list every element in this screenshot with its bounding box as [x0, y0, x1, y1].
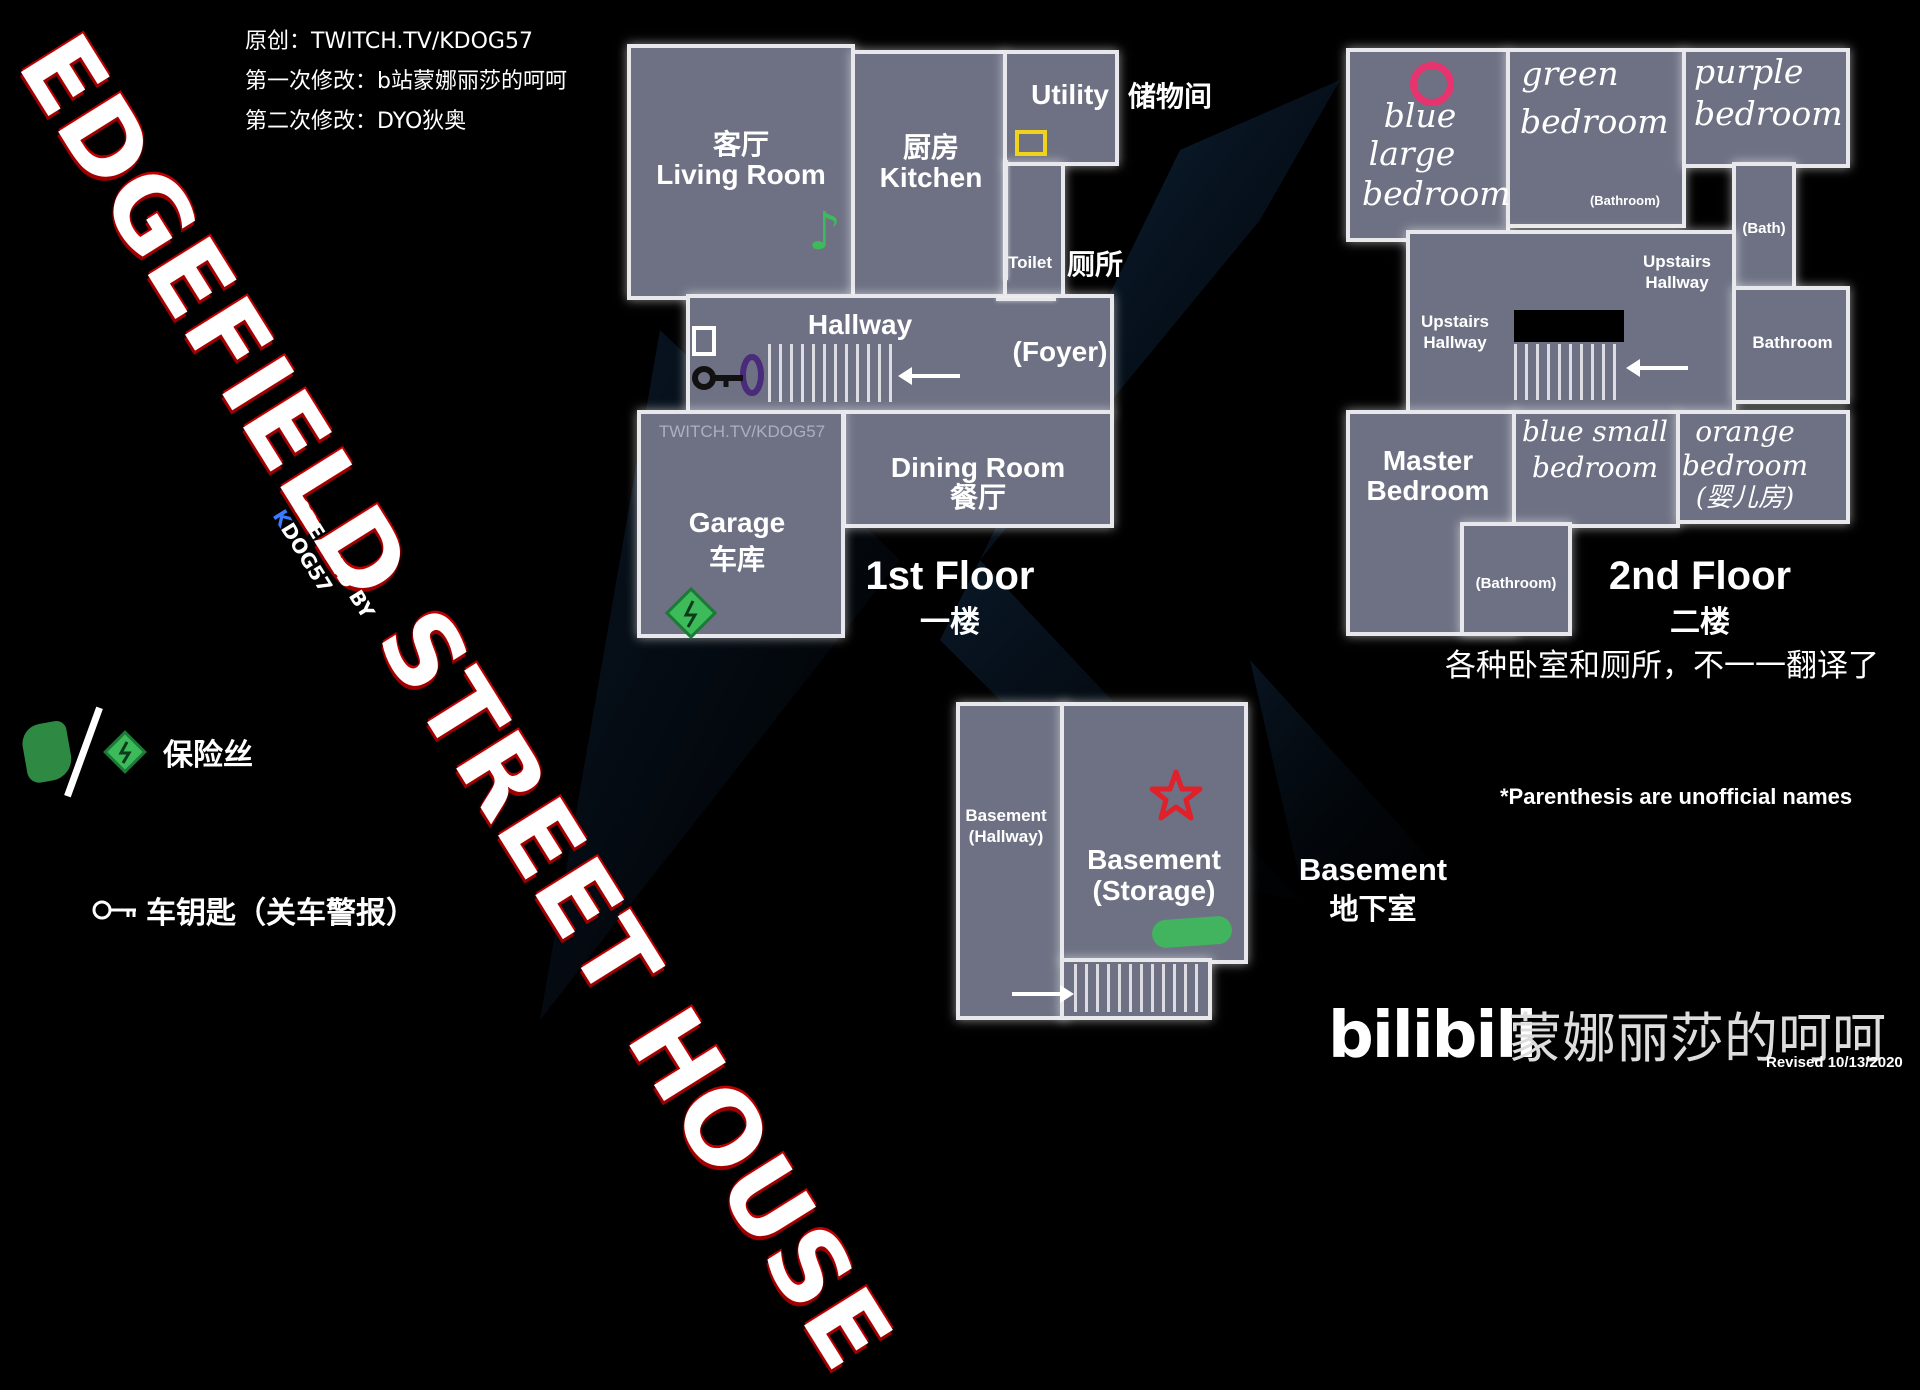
- basement-title-cn: 地下室: [1329, 894, 1417, 926]
- room-utility: [1003, 50, 1119, 166]
- label-basement-hallway-2: (Hallway): [968, 827, 1044, 846]
- label-green-bedroom-2: bedroom: [1520, 102, 1669, 141]
- second-floor-note: 各种卧室和厕所，不一一翻译了: [1445, 648, 1879, 684]
- legend-fuse: 保险丝: [19, 706, 253, 798]
- second-floor-title-cn: 二楼: [1670, 606, 1730, 639]
- parenthesis-note: *Parenthesis are unofficial names: [1500, 784, 1853, 809]
- legend-car-key-label: 车钥匙（关车警报）: [146, 896, 416, 931]
- first-floor-wall: [1004, 160, 1008, 280]
- label-toilet: Toilet: [1007, 253, 1053, 272]
- label-garage: Garage: [688, 507, 786, 538]
- label-garage-cn: 车库: [708, 544, 765, 575]
- label-dining-room-cn: 餐厅: [949, 482, 1006, 513]
- label-master-bedroom-2: Bedroom: [1366, 475, 1490, 506]
- pink-circle-icon: [1410, 62, 1454, 106]
- legend-car-key: 车钥匙（关车警报）: [92, 888, 416, 932]
- label-living-room-cn: 客厅: [712, 129, 769, 160]
- label-upstairs-hallway-right-2: Hallway: [1645, 273, 1709, 292]
- label-orange-bedroom-1: orange: [1695, 415, 1795, 448]
- label-blue-large-bedroom-3: bedroom: [1362, 174, 1511, 213]
- label-utility-cn: 储物间: [1127, 81, 1212, 112]
- second-floor-stairs: [1514, 344, 1624, 400]
- music-note-icon: ♪: [808, 202, 842, 262]
- room-blue-small-bedroom: [1512, 410, 1680, 528]
- label-upstairs-hallway-right-1: Upstairs: [1642, 252, 1712, 271]
- label-upstairs-hallway-left-1: Upstairs: [1420, 312, 1490, 331]
- room-orange-bedroom: [1676, 410, 1850, 524]
- second-floor-stairs-dark: [1514, 310, 1624, 342]
- room-garage: [637, 410, 845, 638]
- fuse-smudge-icon: [19, 719, 75, 785]
- legend-fuse-label: 保险丝: [163, 738, 253, 773]
- label-foyer: (Foyer): [1012, 336, 1108, 367]
- label-living-room: Living Room: [656, 159, 826, 190]
- fuse-icon: [103, 730, 147, 774]
- label-purple-bedroom-1: purple: [1694, 52, 1804, 91]
- room-bathroom-bottom: [1460, 522, 1572, 636]
- credit-original: 原创：TWITCH.TV/KDOG57: [245, 29, 533, 54]
- label-blue-small-bedroom-1: blue small: [1522, 415, 1668, 448]
- revised-date: Revised 10/13/2020: [1766, 1054, 1903, 1071]
- label-basement-storage-2: (Storage): [1092, 875, 1216, 906]
- label-hallway: Hallway: [807, 309, 913, 340]
- room-bathroom-right: [1732, 286, 1850, 404]
- white-box-icon: [692, 326, 716, 356]
- label-basement-hallway-1: Basement: [965, 806, 1047, 825]
- label-basement-storage-1: Basement: [1087, 844, 1221, 875]
- basement-arrow-icon: [1012, 985, 1074, 1003]
- branding-author: 蒙娜丽莎的呵呵: [1508, 1007, 1886, 1070]
- car-key-icon: [92, 900, 136, 920]
- label-blue-large-bedroom-2: large: [1368, 134, 1456, 173]
- credit-first-edit: 第一次修改：b站蒙娜丽莎的呵呵: [245, 69, 567, 94]
- first-floor-stairs: [768, 344, 900, 402]
- label-master-bedroom-1: Master: [1382, 445, 1474, 476]
- credit-second-edit: 第二次修改：DYO狄奥: [245, 109, 467, 134]
- hallway-arrow-icon: [898, 367, 960, 385]
- bilibili-logo: bilibili: [1328, 999, 1537, 1073]
- label-bathroom-bottom: (Bathroom): [1475, 575, 1557, 592]
- upstairs-arrow-icon: [1626, 359, 1688, 377]
- twitch-watermark: TWITCH.TV/KDOG57: [658, 422, 826, 441]
- label-utility: Utility: [1031, 79, 1109, 110]
- basement-stairs: [1074, 964, 1204, 1012]
- room-bath: [1732, 162, 1796, 290]
- car-key-icon: [692, 354, 764, 396]
- label-dining-room: Dining Room: [890, 452, 1066, 483]
- label-green-bedroom-1: green: [1521, 54, 1619, 93]
- room-toilet: [1003, 162, 1065, 298]
- credits: 原创：TWITCH.TV/KDOG57 第一次修改：b站蒙娜丽莎的呵呵 第二次修…: [245, 22, 567, 142]
- yellow-box-icon: [1015, 130, 1047, 156]
- label-blue-large-bedroom-1: blue: [1383, 96, 1457, 135]
- label-upstairs-hallway-left-2: Hallway: [1423, 333, 1487, 352]
- basement-title: Basement: [1298, 852, 1448, 887]
- room-green-bedroom: [1506, 48, 1686, 228]
- green-smudge-icon: [1151, 915, 1233, 949]
- label-blue-small-bedroom-2: bedroom: [1531, 451, 1659, 484]
- label-bathroom-small: (Bathroom): [1589, 193, 1661, 208]
- label-purple-bedroom-2: bedroom: [1694, 94, 1843, 133]
- label-kitchen: Kitchen: [879, 162, 983, 193]
- label-bath: (Bath): [1742, 220, 1786, 237]
- first-floor-title: 1st Floor: [865, 554, 1035, 598]
- label-orange-bedroom-3: (婴儿房): [1695, 483, 1795, 513]
- label-bathroom: Bathroom: [1752, 333, 1833, 352]
- label-orange-bedroom-2: bedroom: [1681, 449, 1809, 482]
- first-floor-wall: [996, 298, 1056, 301]
- label-toilet-cn: 厕所: [1066, 249, 1123, 280]
- second-floor-title: 2nd Floor: [1608, 554, 1792, 598]
- red-star-icon: [1149, 769, 1203, 821]
- label-kitchen-cn: 厨房: [902, 132, 959, 163]
- fuse-icon: [664, 586, 718, 640]
- room-basement-hallway: [956, 702, 1068, 1020]
- first-floor-title-cn: 一楼: [920, 606, 980, 639]
